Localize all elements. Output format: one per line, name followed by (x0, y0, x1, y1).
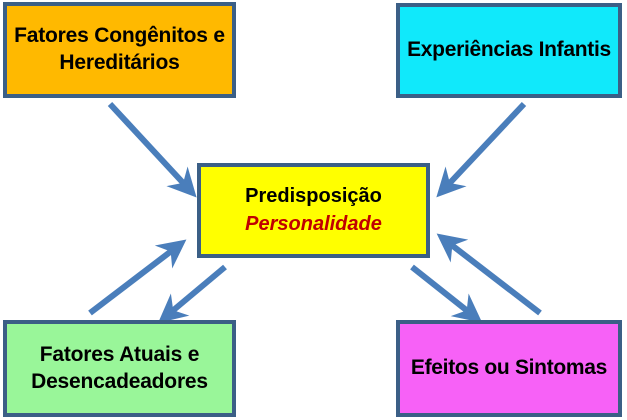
node-experiencias-infantis[interactable]: Experiências Infantis (396, 3, 622, 98)
node-label-experiencias: Experiências Infantis (407, 38, 611, 62)
node-fatores-congenitos-e-hereditarios[interactable]: Fatores Congênitos e Hereditários (3, 2, 236, 98)
node-label-personalidade: Personalidade (245, 212, 382, 235)
arrow-fatores-atuais-to-predisposicao (88, 239, 187, 316)
arrow-experiencias-to-predisposicao (436, 101, 527, 198)
node-label-congenitos: Fatores Congênitos e Hereditários (14, 24, 225, 74)
arrow-predisposicao-to-efeitos (410, 264, 483, 323)
arrow-congenitos-to-predisposicao (107, 101, 197, 198)
arrow-predisposicao-to-fatores-atuais (158, 264, 227, 324)
arrow-efeitos-to-predisposicao (436, 233, 542, 316)
node-label-fatores-atuais: Fatores Atuais e Desencadeadores (31, 342, 208, 393)
node-label-predisposicao: Predisposição (245, 184, 382, 207)
node-predisposicao-personalidade[interactable]: Predisposição Personalidade (197, 163, 430, 258)
node-label-efeitos: Efeitos ou Sintomas (410, 356, 608, 380)
node-fatores-atuais-e-desencadeadores[interactable]: Fatores Atuais e Desencadeadores (3, 320, 236, 417)
node-efeitos-ou-sintomas[interactable]: Efeitos ou Sintomas (396, 320, 622, 417)
